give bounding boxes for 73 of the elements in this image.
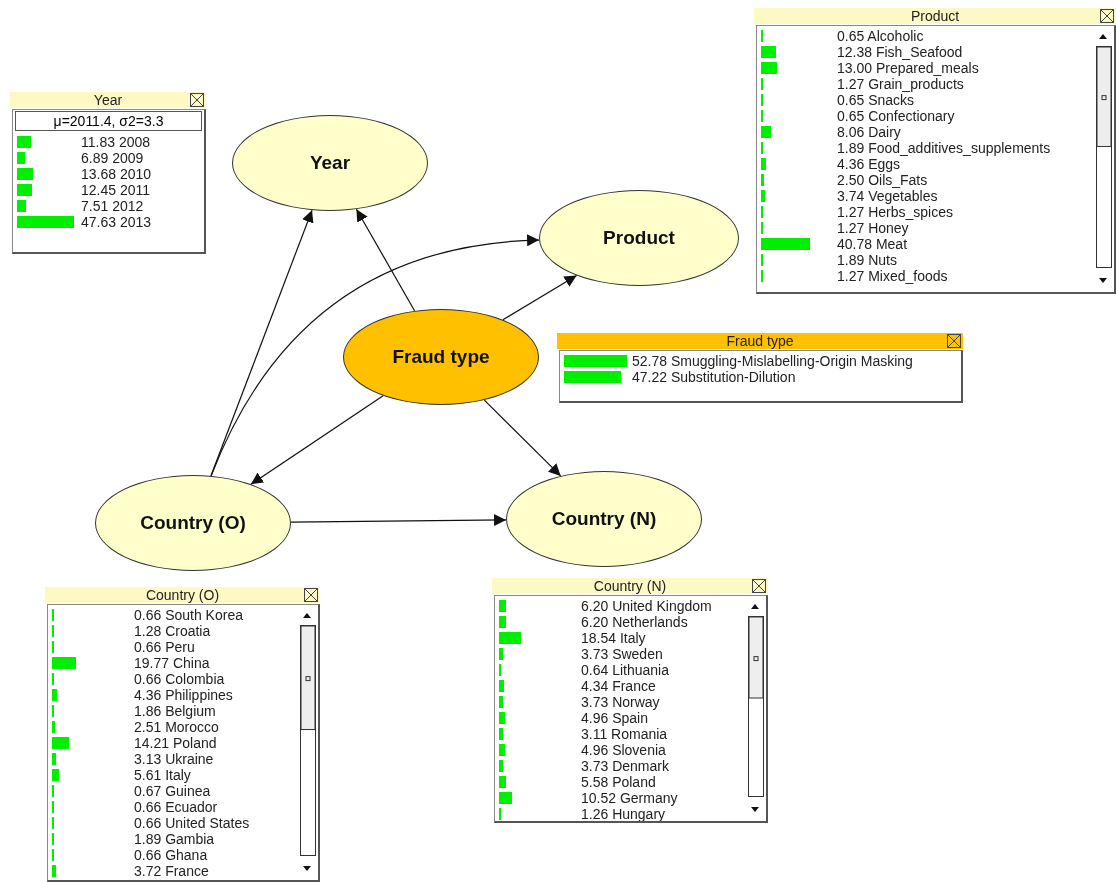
state-label: 8.06 Dairy — [837, 124, 901, 140]
state-label: 0.64 Lithuania — [581, 662, 669, 678]
state-label: 3.73 Norway — [581, 694, 660, 710]
state-label: 3.73 Denmark — [581, 758, 669, 774]
state-label: 6.89 2009 — [81, 150, 144, 166]
state-label: 4.96 Slovenia — [581, 742, 666, 758]
state-label: 1.89 Food_additives_supplements — [837, 140, 1051, 156]
monitor-title: Year — [93, 92, 123, 108]
state-label: 13.68 2010 — [81, 166, 152, 182]
state-label: 40.78 Meat — [837, 236, 908, 252]
state-label: 2.51 Morocco — [134, 719, 219, 735]
state-label: 10.52 Germany — [581, 790, 678, 806]
monitor-title: Fraud type — [726, 333, 794, 349]
arrow — [355, 208, 416, 312]
state-label: 52.78 Smuggling-Mislabelling-Origin Masking — [632, 353, 913, 369]
state-label: 0.65 Confectionary — [837, 108, 955, 124]
state-label: 3.72 France — [134, 863, 209, 879]
node-ellipse: Country (O) — [95, 475, 291, 571]
state-label: 3.73 Sweden — [581, 646, 663, 662]
monitor-window — [557, 333, 963, 403]
state-label: 0.67 Guinea — [134, 783, 211, 799]
state-label: 1.89 Gambia — [134, 831, 215, 847]
state-label: 4.96 Spain — [581, 710, 648, 726]
statistics-field: μ=2011.4, σ2=3.3 — [15, 111, 202, 131]
state-label: 1.27 Grain_products — [837, 76, 964, 92]
state-label: 0.66 United States — [134, 815, 250, 831]
node-ellipse: Product — [539, 190, 739, 286]
state-label: 1.89 Nuts — [837, 252, 897, 268]
state-label: 14.21 Poland — [134, 735, 217, 751]
state-label: 47.22 Substitution-Dilution — [632, 369, 796, 385]
state-label: 5.61 Italy — [134, 767, 191, 783]
state-label: 4.36 Eggs — [837, 156, 901, 172]
node-ellipse: Fraud type — [343, 309, 539, 405]
state-label: 1.27 Mixed_foods — [837, 268, 948, 284]
state-label: 3.13 Ukraine — [134, 751, 214, 767]
state-label: 0.66 South Korea — [134, 607, 243, 623]
monitor-title: Country (N) — [593, 578, 667, 594]
state-label: 4.34 France — [581, 678, 656, 694]
state-label: 1.86 Belgium — [134, 703, 216, 719]
state-label: 0.65 Alcoholic — [837, 28, 924, 44]
monitor-title: Product — [910, 8, 960, 24]
state-label: 6.20 Netherlands — [581, 614, 688, 630]
state-label: 18.54 Italy — [581, 630, 646, 646]
state-label: 1.28 Croatia — [134, 623, 211, 639]
state-label: 1.27 Herbs_spices — [837, 204, 953, 220]
node-ellipse: Year — [232, 115, 428, 211]
arrow — [483, 399, 562, 477]
arrow — [210, 234, 540, 477]
state-label: 5.58 Poland — [581, 774, 656, 790]
monitor-title: Country (O) — [145, 587, 220, 603]
state-label: 4.36 Philippines — [134, 687, 233, 703]
state-label: 12.38 Fish_Seafood — [837, 44, 963, 60]
state-label: 19.77 China — [134, 655, 210, 671]
state-label: 13.00 Prepared_meals — [837, 60, 979, 76]
node-ellipse: Country (N) — [506, 471, 702, 567]
arrow — [502, 274, 578, 321]
state-label: 2.50 Oils_Fats — [837, 172, 928, 188]
state-label: 3.74 Vegetables — [837, 188, 938, 204]
state-label: 3.11 Romania — [581, 726, 668, 742]
arrow — [250, 395, 384, 485]
arrow — [290, 514, 507, 527]
state-label: 0.66 Colombia — [134, 671, 225, 687]
state-label: 0.65 Snacks — [837, 92, 915, 108]
state-label: 0.66 Peru — [134, 639, 195, 655]
state-label: 12.45 2011 — [81, 182, 151, 198]
state-label: 1.27 Honey — [837, 220, 909, 236]
state-label: 7.51 2012 — [81, 198, 144, 214]
state-label: 6.20 United Kingdom — [581, 598, 712, 614]
state-label: 11.83 2008 — [81, 134, 151, 150]
state-label: 47.63 2013 — [81, 214, 152, 230]
state-label: 0.66 Ecuador — [134, 799, 218, 815]
state-label: 1.26 Hungary — [581, 806, 666, 821]
state-label: 0.66 Ghana — [134, 847, 208, 863]
